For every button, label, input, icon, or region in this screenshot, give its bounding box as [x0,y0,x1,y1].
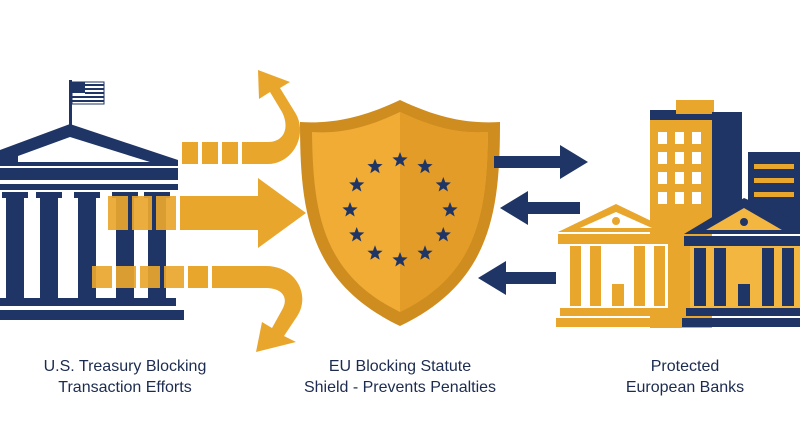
arrow-deflected-up [182,70,301,164]
star-icon [417,158,433,174]
protected-flow-arrows [478,145,588,295]
star-icon [349,227,365,242]
arrow-straight [108,178,306,248]
star-icon [435,227,451,242]
eu-shield-icon [300,100,500,326]
us-flag-icon [69,80,105,128]
star-icon [342,202,358,217]
arrow-left-navy [500,191,580,225]
arrow-right-navy [494,145,588,179]
eu-shield-caption: EU Blocking Statute Shield - Prevents Pe… [275,356,525,398]
star-icon [392,252,408,267]
bank-building-icon [682,198,800,327]
star-icon [435,177,451,192]
arrow-left-navy-lower [478,261,556,295]
star-icon [367,158,383,174]
star-icon [367,245,383,260]
eu-shield-caption-line1: EU Blocking Statute [328,358,472,375]
protected-banks-group [556,100,800,328]
treasury-columns [2,192,170,298]
us-treasury-caption: U.S. Treasury Blocking Transaction Effor… [10,356,240,398]
eu-stars-ring [342,152,458,267]
protected-banks-caption: Protected European Banks [585,356,785,398]
arrow-deflected-down [92,266,303,352]
eu-shield-caption-line2: Shield - Prevents Penalties [303,379,497,396]
star-icon [442,202,458,217]
us-treasury-caption-line1: U.S. Treasury Blocking [43,358,207,375]
star-icon [349,177,365,192]
star-icon [417,245,433,260]
bank-building-icon [556,204,680,327]
protected-banks-caption-line2: European Banks [625,379,745,396]
star-icon [392,152,408,167]
us-treasury-caption-line2: Transaction Efforts [58,379,192,396]
us-treasury-building-icon [0,80,184,320]
protected-banks-caption-line1: Protected [650,358,720,375]
blocked-transaction-arrows [92,70,306,352]
